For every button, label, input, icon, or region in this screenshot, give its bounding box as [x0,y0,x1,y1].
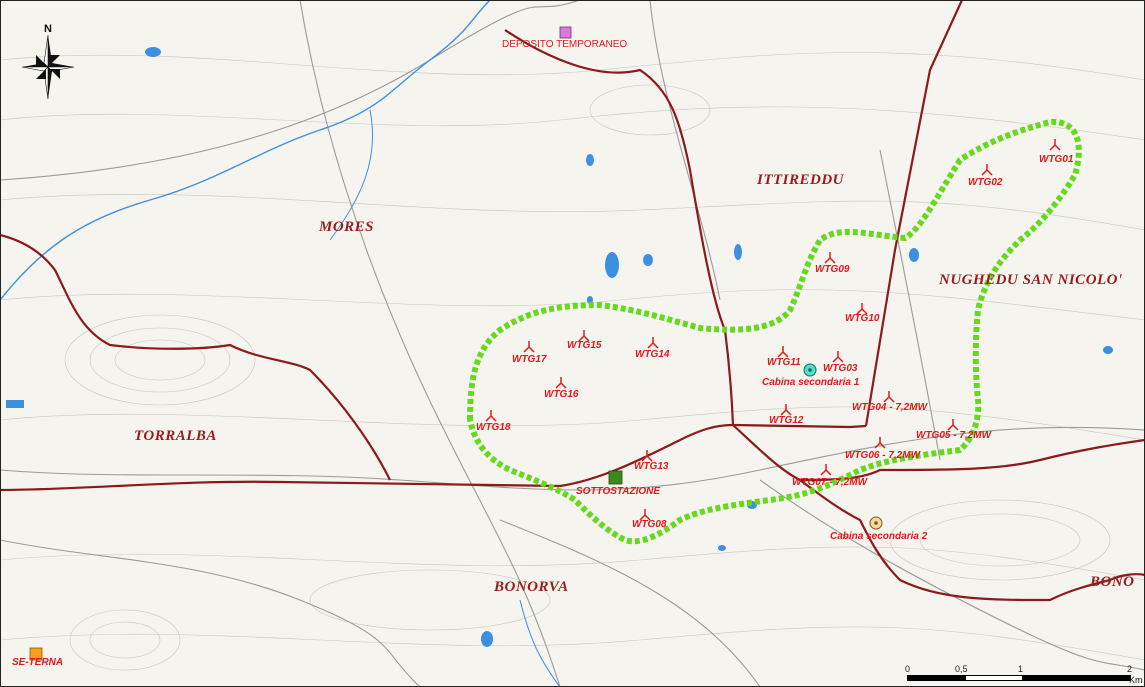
town-nughedu: NUGHEDU SAN NICOLO' [939,272,1123,288]
seterna-label: SE-TERNA [12,657,64,668]
water-bodies [145,47,1113,647]
label-wtg18: WTG18 [476,422,511,433]
label-wtg06: WTG06 - 7,2MW [845,450,921,461]
scale-tick-2: 1 [1018,664,1024,674]
compass-north-label: N [44,23,52,35]
turbine-markers [485,139,1061,521]
label-wtg13: WTG13 [634,461,669,472]
scale-bar: 0 0,5 1 2 Km [905,664,1143,686]
turbine-wtg18 [485,410,497,422]
stream-south [519,599,561,687]
turbine-wtg15 [578,330,590,342]
cabina1-label: Cabina secondaria 1 [762,377,860,388]
label-wtg01: WTG01 [1039,154,1074,165]
sottostazione-label: SOTTOSTAZIONE [576,486,661,497]
scale-tick-3: 2 [1127,664,1133,674]
stream [329,109,374,241]
town-ittireddu: ITTIREDDU [757,172,845,188]
label-wtg12: WTG12 [769,415,804,426]
label-wtg15: WTG15 [567,340,602,351]
turbine-wtg12 [780,404,792,416]
turbine-wtg05 [947,419,959,431]
label-wtg10: WTG10 [845,313,880,324]
label-wtg11: WTG11 [767,357,801,368]
town-bonorva: BONORVA [494,579,569,595]
town-bono: BONO [1090,574,1135,590]
river [0,0,491,301]
scale-segment-1 [907,675,965,681]
turbine-wtg02 [981,164,993,176]
turbine-wtg07 [820,464,832,476]
contour-lines [0,52,1145,671]
deposito-label: DEPOSITO TEMPORANEO [502,39,628,50]
turbine-wtg14 [647,337,659,349]
cabina2-label: Cabina secondaria 2 [830,531,928,542]
label-wtg09: WTG09 [815,264,850,275]
label-wtg04: WTG04 - 7,2MW [852,402,928,413]
substation-marker [608,470,623,485]
turbine-wtg04 [883,391,895,403]
scale-tick-1: 0,5 [955,664,968,674]
label-wtg08: WTG08 [632,519,667,530]
turbine-wtg09 [824,252,836,264]
turbine-wtg13 [641,450,653,462]
deposito-marker [559,26,572,39]
turbine-wtg17 [523,341,535,353]
label-wtg02: WTG02 [968,177,1003,188]
turbine-wtg16 [555,377,567,389]
label-wtg16: WTG16 [544,389,579,400]
seterna-marker [29,647,43,661]
lake-left [6,400,24,408]
scale-segment-3 [1023,675,1131,681]
project-area [466,118,1082,545]
town-mores: MORES [319,219,375,235]
compass-icon [21,34,75,100]
municipal-boundaries [0,0,1145,602]
turbine-wtg10 [856,303,868,315]
label-wtg14: WTG14 [635,349,670,360]
town-torralba: TORRALBA [134,428,217,444]
label-wtg05: WTG05 - 7,2MW [916,430,992,441]
scale-segment-2 [965,675,1023,681]
scale-tick-0: 0 [905,664,911,674]
turbine-wtg06 [874,437,886,449]
label-wtg07: WTG07 - 7,2MW [792,477,868,488]
turbine-wtg11 [777,346,789,358]
turbine-wtg03 [832,351,844,363]
label-wtg03: WTG03 [823,363,858,374]
scale-unit: Km [1129,675,1143,685]
label-wtg17: WTG17 [512,354,547,365]
turbine-wtg08 [639,509,651,521]
turbine-wtg01 [1049,139,1061,151]
